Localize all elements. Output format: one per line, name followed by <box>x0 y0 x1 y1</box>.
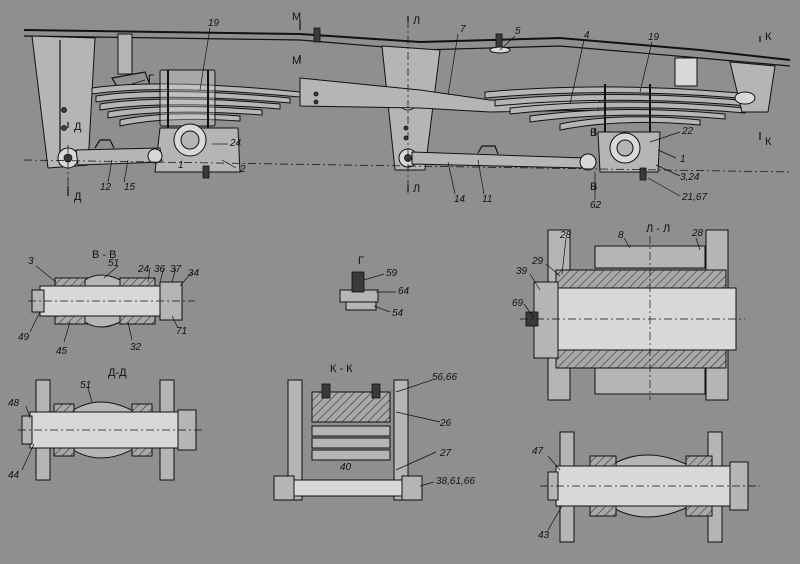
mark-d-top: Д <box>74 121 82 133</box>
kk-label-56-66: 56,66 <box>432 372 457 383</box>
kk-clamp <box>273 479 423 497</box>
section-g: Г 59 64 54 <box>339 255 410 319</box>
ll-label-28-left: 28 <box>559 230 572 241</box>
mark-k-top: К <box>765 31 772 43</box>
g-label-54: 54 <box>392 308 404 319</box>
dd-label-48: 48 <box>8 398 20 409</box>
label-5: 5 <box>515 26 521 37</box>
label-1: 1 <box>680 154 686 165</box>
rear-leaf-spring <box>484 84 771 134</box>
label-g-mark: Г <box>148 73 154 85</box>
label-11: 11 <box>482 194 492 205</box>
vv-label-3: 3 <box>28 256 34 267</box>
label-1-front: 1 <box>178 160 184 171</box>
main-side-view: М М Л Л К К В В Д Д 19 7 5 4 19 Г 24 2 <box>23 11 791 211</box>
vv-label-34: 34 <box>188 268 200 279</box>
lower-rod-left <box>75 147 163 166</box>
section-dd: Д-Д 51 48 44 <box>8 367 205 481</box>
section-ll: Л - Л 28 8 28 29 39 69 <box>512 223 745 401</box>
mark-m-top: М <box>292 11 301 23</box>
label-3-24: 3,24 <box>680 172 700 183</box>
section-vv-title: В - В <box>92 249 116 261</box>
ll-label-28-right: 28 <box>691 228 704 239</box>
mark-v-bottom: В <box>590 181 597 193</box>
frame-rail-top <box>23 29 791 61</box>
label-12: 12 <box>100 182 112 193</box>
kk-label-38-61-66: 38,61,66 <box>436 476 475 487</box>
left-bracket <box>31 35 96 169</box>
label-62: 62 <box>590 200 602 211</box>
label-4: 4 <box>584 30 590 41</box>
lower-rod-right <box>411 151 586 169</box>
section-bottom-right: 47 43 <box>532 431 760 543</box>
section-kk: К - К 56,66 26 40 27 38,61,66 <box>273 363 475 501</box>
mark-l-top: Л <box>413 15 420 27</box>
mark-k-bottom: К <box>765 136 772 148</box>
kk-label-27: 27 <box>439 448 452 459</box>
kk-label-26: 26 <box>439 418 452 429</box>
vv-label-32: 32 <box>130 342 142 353</box>
section-ll-title: Л - Л <box>646 223 670 235</box>
ll-label-69: 69 <box>512 298 524 309</box>
dd-label-44: 44 <box>8 470 20 481</box>
vv-label-45: 45 <box>56 346 68 357</box>
mark-l-bottom: Л <box>413 183 420 195</box>
vv-label-37: 37 <box>170 264 182 275</box>
upper-tube <box>117 33 133 75</box>
label-15: 15 <box>124 182 136 193</box>
vv-label-36: 36 <box>154 264 166 275</box>
label-24: 24 <box>229 138 242 149</box>
section-vv: В - В 3 51 24 36 37 34 49 45 32 71 <box>18 249 200 357</box>
vv-label-51: 51 <box>108 258 119 269</box>
label-22: 22 <box>681 126 694 137</box>
ll-label-39: 39 <box>516 266 528 277</box>
vv-label-49: 49 <box>18 332 30 343</box>
label-7: 7 <box>460 24 466 35</box>
br-label-43: 43 <box>538 530 550 541</box>
section-kk-title: К - К <box>330 363 353 375</box>
kk-label-40: 40 <box>340 462 352 473</box>
vv-label-24: 24 <box>137 264 150 275</box>
br-label-47: 47 <box>532 446 544 457</box>
vv-label-71: 71 <box>176 326 187 337</box>
label-19-front: 19 <box>208 18 220 29</box>
mark-m-bottom: М <box>292 55 301 67</box>
section-dd-title: Д-Д <box>108 367 127 379</box>
label-21-67: 21,67 <box>681 192 707 203</box>
g-label-64: 64 <box>398 286 410 297</box>
g-label-59: 59 <box>386 268 398 279</box>
dd-label-51: 51 <box>80 380 91 391</box>
rear-cup <box>674 57 698 87</box>
ll-label-29: 29 <box>531 256 544 267</box>
front-leaf-spring <box>91 69 301 130</box>
section-g-title: Г <box>358 255 364 267</box>
mark-v-top: В <box>590 127 597 139</box>
label-2: 2 <box>239 164 246 175</box>
frame-rail-bottom <box>23 35 791 67</box>
mark-d-bottom: Д <box>74 191 82 203</box>
label-19-rear: 19 <box>648 32 660 43</box>
ll-label-8: 8 <box>618 230 624 241</box>
label-14: 14 <box>454 194 466 205</box>
